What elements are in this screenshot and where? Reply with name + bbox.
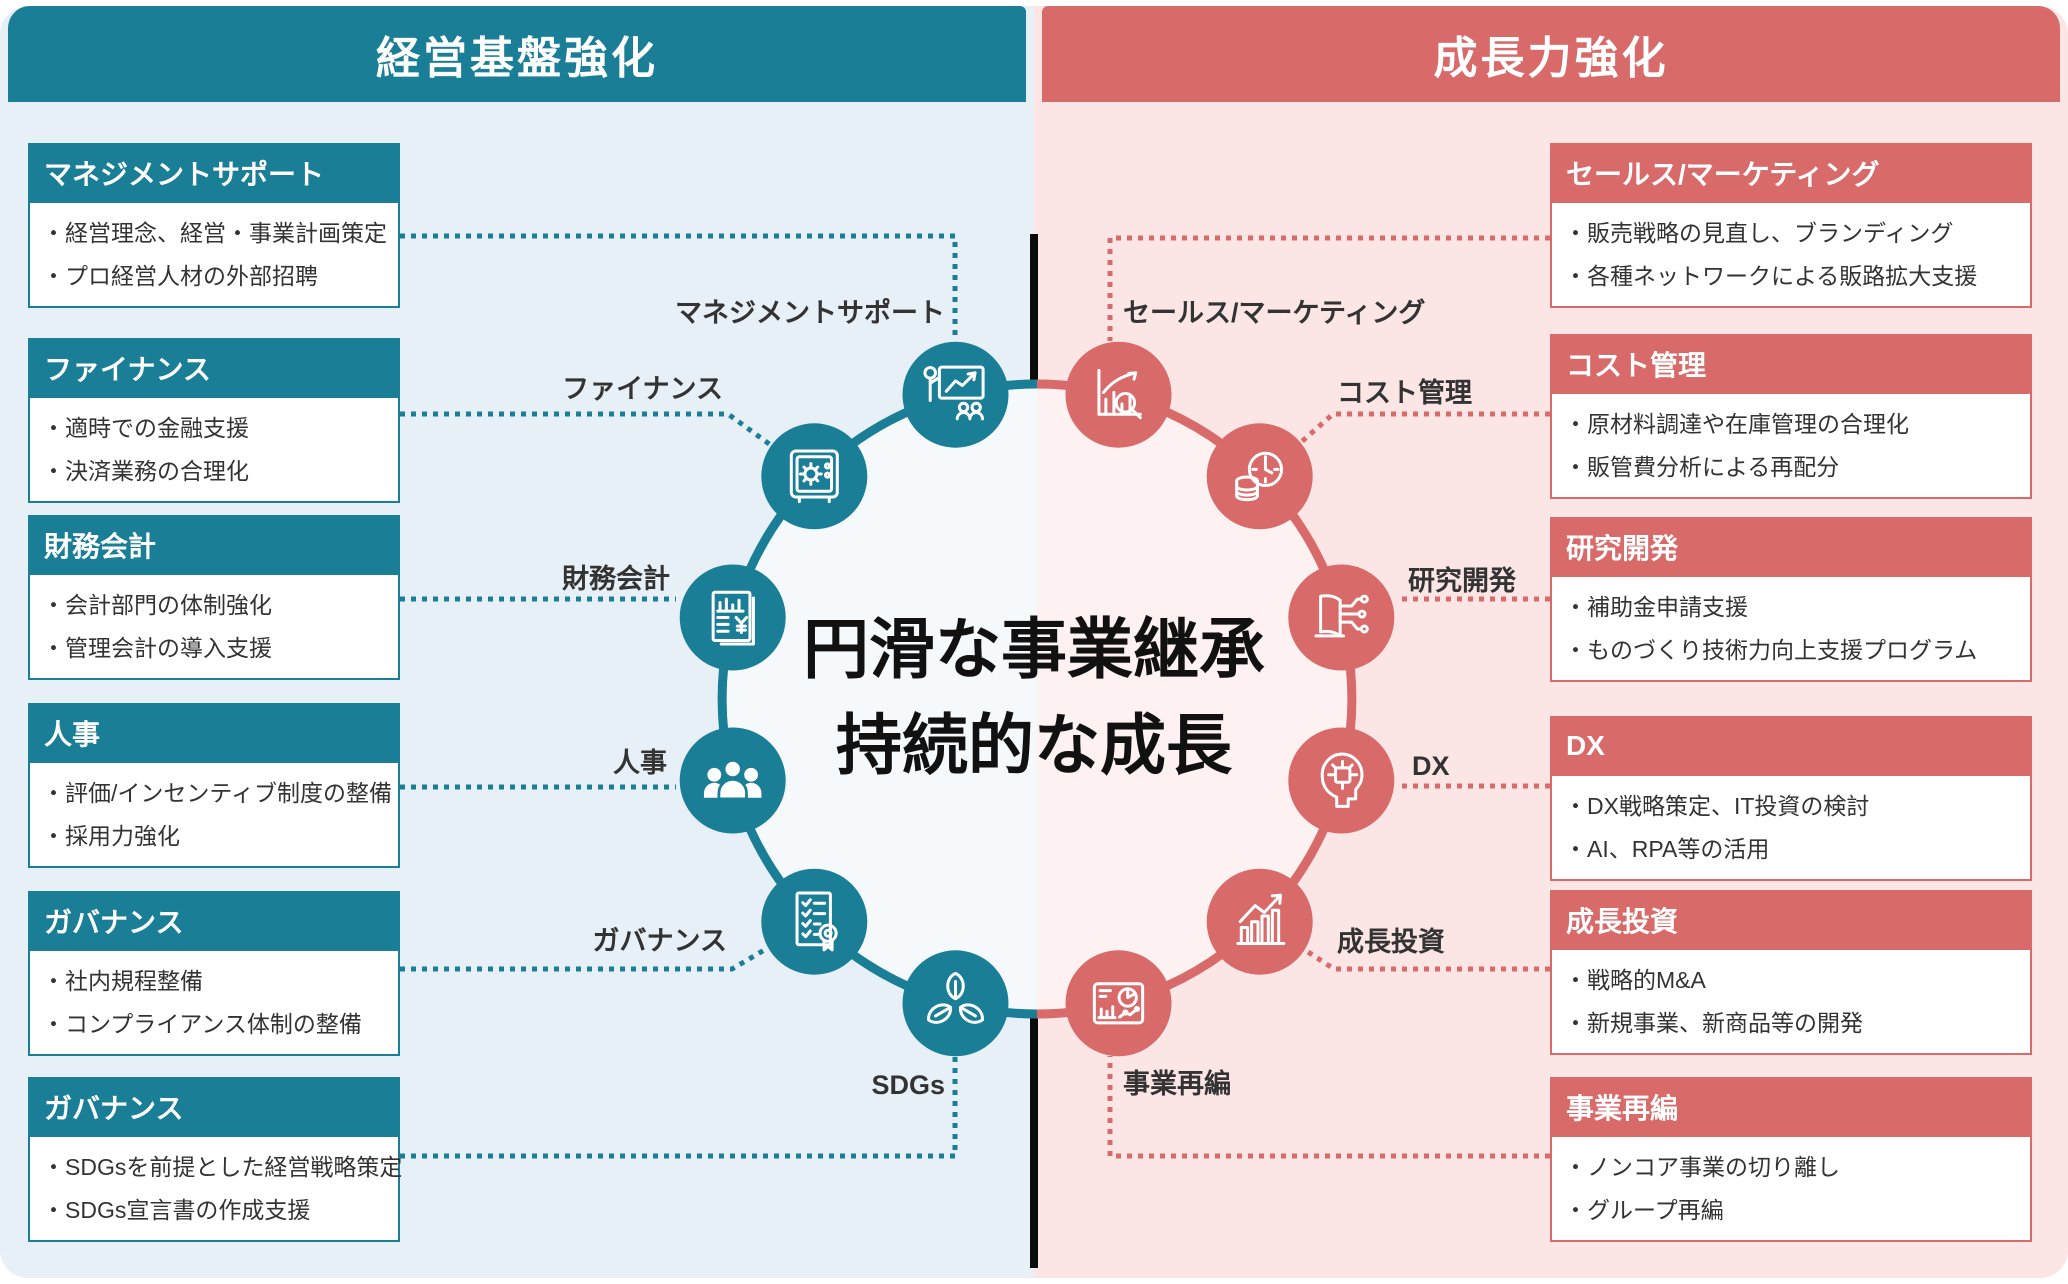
ring-label-management-support: マネジメントサポート	[675, 298, 945, 328]
center-divider-top	[1030, 234, 1038, 380]
card-body: ・原材料調達や在庫管理の合理化 ・販管費分析による再配分	[1550, 394, 2032, 499]
card-dx: DX ・DX戦略策定、IT投資の検討 ・AI、RPA等の活用	[1550, 716, 2032, 881]
card-title: コスト管理	[1550, 334, 2032, 394]
card-body: ・戦略的M&A ・新規事業、新商品等の開発	[1550, 950, 2032, 1055]
card-item: ・社内規程整備	[42, 968, 203, 994]
card-business-restructuring: 事業再編 ・ノンコア事業の切り離し ・グループ再編	[1550, 1077, 2032, 1242]
card-title: 人事	[28, 703, 400, 763]
center-title-line2: 持続的な成長	[836, 710, 1233, 783]
ring-label-cost-management: コスト管理	[1337, 378, 1472, 408]
red-connectors	[1107, 235, 1550, 1159]
ring-label-finance: ファイナンス	[562, 374, 723, 404]
card-item: ・グループ再編	[1564, 1197, 1724, 1223]
node-rnd	[1288, 564, 1395, 671]
node-sales-marketing	[1065, 341, 1172, 448]
ring-left-arc	[717, 379, 1038, 1019]
card-growth-investment: 成長投資 ・戦略的M&A ・新規事業、新商品等の開発	[1550, 890, 2032, 1055]
node-governance	[761, 868, 868, 975]
card-title: DX	[1550, 716, 2032, 776]
circle-interior-left	[726, 388, 1037, 1010]
card-title: ガバナンス	[28, 1077, 400, 1137]
node-hr	[679, 727, 786, 834]
card-item: ・戦略的M&A	[1564, 967, 1706, 993]
card-body: ・ノンコア事業の切り離し ・グループ再編	[1550, 1137, 2032, 1242]
node-sdgs	[902, 950, 1009, 1057]
card-title: セールス/マーケティング	[1550, 143, 2032, 203]
ring-label-governance: ガバナンス	[593, 926, 727, 956]
center-title-line1: 円滑な事業継承	[803, 614, 1265, 687]
node-growth-investment	[1206, 868, 1313, 975]
node-dx	[1288, 727, 1395, 834]
card-item: ・ノンコア事業の切り離し	[1564, 1154, 1840, 1180]
card-financial-accounting: 財務会計 ・会計部門の体制強化 ・管理会計の導入支援	[28, 515, 400, 680]
card-hr: 人事 ・評価/インセンティブ制度の整備 ・採用力強化	[28, 703, 400, 868]
card-item: ・販売戦略の見直し、ブランディング	[1564, 220, 1954, 246]
teal-connectors	[400, 233, 958, 1159]
card-title: 研究開発	[1550, 517, 2032, 577]
card-item: ・経営理念、経営・事業計画策定	[42, 220, 387, 246]
card-sdgs: ガバナンス ・SDGsを前提とした経営戦略策定 ・SDGs宣言書の作成支援	[28, 1077, 403, 1242]
ring-label-hr: 人事	[613, 748, 667, 778]
card-item: ・各種ネットワークによる販路拡大支援	[1564, 263, 1978, 289]
card-item: ・会計部門の体制強化	[42, 592, 272, 618]
ring-label-financial-accounting: 財務会計	[562, 563, 670, 594]
right-section-title: 成長力強化	[1433, 34, 1669, 83]
card-body: ・補助金申請支援 ・ものづくり技術力向上支援プログラム	[1550, 577, 2032, 682]
card-item: ・販管費分析による再配分	[1564, 454, 1840, 480]
card-title: ファイナンス	[28, 338, 400, 398]
ring-label-rnd: 研究開発	[1408, 565, 1517, 596]
card-body: ・経営理念、経営・事業計画策定 ・プロ経営人材の外部招聘	[28, 203, 400, 308]
right-section-header: 成長力強化	[1042, 6, 2060, 102]
center-divider-bottom	[1030, 1010, 1038, 1268]
card-item: ・原材料調達や在庫管理の合理化	[1564, 411, 1909, 437]
node-management-support	[902, 341, 1009, 448]
ring-right-arc	[1036, 379, 1357, 1019]
card-title: 成長投資	[1550, 890, 2032, 950]
card-item: ・決済業務の合理化	[42, 458, 249, 484]
card-body: ・販売戦略の見直し、ブランディング ・各種ネットワークによる販路拡大支援	[1550, 203, 2032, 308]
card-item: ・適時での金融支援	[42, 415, 249, 441]
card-item: ・コンプライアンス体制の整備	[42, 1011, 362, 1037]
card-body: ・DX戦略策定、IT投資の検討 ・AI、RPA等の活用	[1550, 776, 2032, 881]
card-finance: ファイナンス ・適時での金融支援 ・決済業務の合理化	[28, 338, 400, 503]
left-section-header: 経営基盤強化	[8, 6, 1026, 102]
card-cost-management: コスト管理 ・原材料調達や在庫管理の合理化 ・販管費分析による再配分	[1550, 334, 2032, 499]
card-body: ・会計部門の体制強化 ・管理会計の導入支援	[28, 575, 400, 680]
card-item: ・DX戦略策定、IT投資の検討	[1564, 793, 1870, 819]
card-item: ・管理会計の導入支援	[42, 635, 272, 661]
node-financial-accounting	[679, 564, 786, 671]
card-title: 財務会計	[28, 515, 400, 575]
card-item: ・新規事業、新商品等の開発	[1564, 1010, 1863, 1036]
card-title: 事業再編	[1550, 1077, 2032, 1137]
card-item: ・評価/インセンティブ制度の整備	[42, 780, 393, 806]
card-body: ・適時での金融支援 ・決済業務の合理化	[28, 398, 400, 503]
card-title: マネジメントサポート	[28, 143, 400, 203]
card-sales-marketing: セールス/マーケティング ・販売戦略の見直し、ブランディング ・各種ネットワーク…	[1550, 143, 2032, 308]
left-section-title: 経営基盤強化	[376, 34, 658, 83]
card-body: ・社内規程整備 ・コンプライアンス体制の整備	[28, 951, 400, 1056]
circle-interior-right	[1037, 388, 1348, 1010]
card-body: ・評価/インセンティブ制度の整備 ・採用力強化	[28, 763, 400, 868]
card-item: ・SDGsを前提とした経営戦略策定	[42, 1154, 403, 1180]
card-item: ・プロ経営人材の外部招聘	[42, 263, 318, 289]
ring-label-sdgs: SDGs	[871, 1070, 945, 1100]
node-business-restructuring	[1065, 950, 1172, 1057]
card-item: ・SDGs宣言書の作成支援	[42, 1197, 311, 1223]
ring-label-sales-marketing: セールス/マーケティング	[1123, 297, 1425, 328]
card-title: ガバナンス	[28, 891, 400, 951]
node-finance	[761, 423, 868, 530]
ring-label-growth-investment: 成長投資	[1337, 927, 1445, 957]
card-item: ・補助金申請支援	[1564, 594, 1748, 620]
ring-label-business-restructuring: 事業再編	[1123, 1068, 1231, 1099]
card-item: ・ものづくり技術力向上支援プログラム	[1564, 637, 1978, 663]
card-item: ・採用力強化	[42, 823, 180, 849]
card-item: ・AI、RPA等の活用	[1564, 836, 1770, 862]
card-body: ・SDGsを前提とした経営戦略策定 ・SDGs宣言書の作成支援	[28, 1137, 403, 1242]
node-cost-management	[1206, 423, 1313, 530]
ring-label-dx: DX	[1412, 751, 1450, 781]
card-management-support: マネジメントサポート ・経営理念、経営・事業計画策定 ・プロ経営人材の外部招聘	[28, 143, 400, 308]
card-rnd: 研究開発 ・補助金申請支援 ・ものづくり技術力向上支援プログラム	[1550, 517, 2032, 682]
card-governance: ガバナンス ・社内規程整備 ・コンプライアンス体制の整備	[28, 891, 400, 1056]
